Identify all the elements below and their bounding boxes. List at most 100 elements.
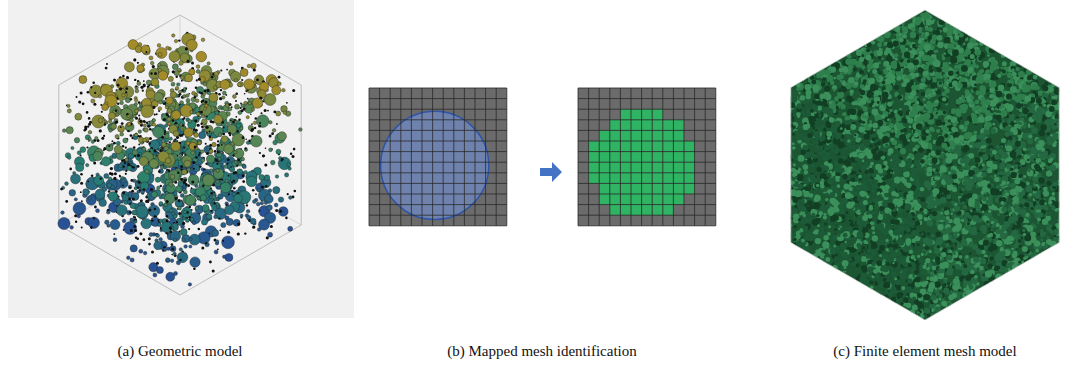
- pore-sphere: [134, 187, 137, 190]
- pore-sphere: [158, 223, 162, 227]
- pore-sphere: [117, 103, 119, 105]
- pore-sphere: [222, 240, 224, 242]
- mesh-cell: [652, 183, 663, 194]
- pore-sphere: [244, 170, 248, 174]
- pore-sphere: [246, 176, 257, 187]
- pore-sphere: [154, 72, 157, 75]
- mesh-cell: [599, 173, 610, 184]
- pore-sphere: [183, 147, 185, 149]
- pore-sphere: [212, 142, 217, 147]
- pore-sphere: [149, 137, 152, 140]
- pore-sphere: [88, 130, 92, 134]
- pore-sphere: [82, 102, 85, 105]
- pore-sphere: [80, 182, 83, 185]
- pore-sphere: [166, 113, 169, 116]
- pore-sphere: [178, 90, 181, 93]
- pore-sphere: [119, 87, 122, 90]
- pore-sphere: [162, 250, 164, 252]
- pore-sphere: [175, 86, 179, 90]
- pore-sphere: [286, 102, 288, 104]
- pore-sphere: [139, 232, 142, 235]
- pore-sphere: [69, 168, 72, 171]
- pore-sphere: [80, 173, 83, 176]
- pore-sphere: [179, 259, 181, 261]
- pore-sphere: [156, 234, 160, 238]
- pore-sphere: [183, 117, 185, 119]
- pore-sphere: [267, 110, 269, 112]
- mesh-cell: [673, 173, 684, 184]
- pore-sphere: [74, 138, 79, 143]
- pore-sphere: [196, 79, 198, 81]
- pore-sphere: [201, 38, 205, 42]
- pore-sphere: [130, 203, 136, 209]
- pore-circle: [381, 111, 489, 219]
- pore-sphere: [78, 100, 81, 103]
- pore-sphere: [251, 63, 257, 69]
- pore-sphere: [122, 191, 125, 194]
- pore-sphere: [237, 169, 243, 175]
- pore-sphere: [214, 72, 219, 77]
- pore-sphere: [201, 247, 204, 250]
- pore-sphere: [289, 196, 293, 200]
- pore-sphere: [147, 194, 150, 197]
- pore-sphere: [135, 133, 139, 137]
- pore-sphere: [258, 125, 261, 128]
- pore-sphere: [87, 125, 89, 127]
- mesh-cell: [599, 130, 610, 141]
- pore-sphere: [165, 158, 171, 164]
- pore-sphere: [177, 172, 179, 174]
- pore-sphere: [134, 155, 136, 157]
- pore-sphere: [292, 89, 295, 92]
- pore-sphere: [160, 166, 163, 169]
- pore-sphere: [209, 131, 211, 133]
- pore-sphere: [292, 155, 295, 158]
- pore-sphere: [184, 190, 188, 194]
- pore-sphere: [137, 62, 139, 64]
- pore-sphere: [242, 174, 245, 177]
- pore-sphere: [67, 104, 70, 107]
- pore-sphere: [142, 90, 144, 92]
- pore-sphere: [158, 71, 168, 81]
- pore-sphere: [133, 216, 135, 218]
- pore-sphere: [114, 145, 122, 153]
- pore-sphere: [141, 105, 154, 118]
- pore-sphere: [255, 193, 257, 195]
- mesh-cell: [652, 162, 663, 173]
- pore-sphere: [148, 85, 150, 87]
- pore-sphere: [185, 74, 193, 82]
- pore-sphere: [187, 168, 191, 172]
- pore-sphere: [250, 114, 252, 116]
- pore-sphere: [171, 247, 174, 250]
- pore-sphere: [210, 187, 212, 189]
- mesh-texture: [788, 12, 1062, 321]
- pore-sphere: [143, 80, 145, 82]
- pore-sphere: [134, 229, 137, 232]
- mesh-cell: [673, 162, 684, 173]
- pore-sphere: [200, 150, 204, 154]
- pore-sphere: [203, 174, 215, 186]
- pore-sphere: [134, 79, 136, 81]
- pore-sphere: [143, 120, 146, 123]
- pore-sphere: [237, 232, 240, 235]
- pore-sphere: [94, 206, 97, 209]
- pore-sphere: [287, 163, 291, 167]
- pore-sphere: [273, 140, 278, 145]
- pore-sphere: [193, 168, 195, 170]
- pore-sphere: [216, 159, 218, 161]
- pore-sphere: [250, 135, 262, 147]
- pore-sphere: [277, 82, 281, 86]
- pore-sphere: [246, 116, 249, 119]
- pore-sphere: [180, 229, 187, 236]
- pore-sphere: [252, 98, 262, 108]
- pore-sphere: [169, 209, 172, 212]
- pore-sphere: [125, 158, 129, 162]
- pore-sphere: [244, 79, 255, 90]
- pore-sphere: [145, 169, 150, 174]
- pore-sphere: [122, 145, 125, 148]
- pore-sphere: [139, 249, 143, 253]
- pore-sphere: [221, 136, 228, 143]
- pore-sphere: [216, 180, 219, 183]
- pore-sphere: [244, 232, 246, 234]
- pore-sphere: [88, 123, 91, 126]
- pore-sphere: [123, 229, 125, 231]
